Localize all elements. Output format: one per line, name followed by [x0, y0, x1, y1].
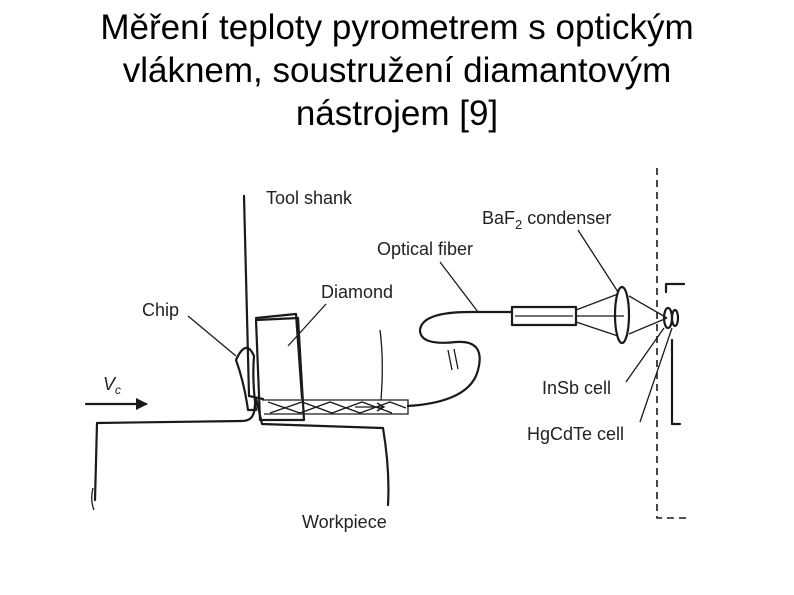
label-insb-cell: InSb cell: [542, 378, 611, 398]
chip: [234, 346, 258, 412]
title-line-1: Měření teploty pyrometrem s optickým: [100, 8, 694, 47]
fiber-break-mark: [447, 348, 459, 371]
leader-diamond: [287, 303, 327, 347]
label-tool-shank: Tool shank: [266, 188, 353, 208]
leader-condenser: [577, 229, 619, 293]
title-line-2: vláknem, soustružení diamantovým: [122, 51, 672, 90]
label-chip: Chip: [142, 300, 179, 320]
fiber-vertical: [379, 329, 383, 401]
leader-optical-fiber: [439, 261, 479, 313]
label-optical-fiber: Optical fiber: [377, 239, 473, 259]
detector-housing: [664, 282, 686, 426]
leader-chip: [187, 315, 237, 357]
hgcdte-cell: [670, 308, 680, 328]
workpiece-left-edge: [91, 487, 95, 511]
workpiece: [93, 396, 390, 507]
label-workpiece: Workpiece: [302, 512, 387, 532]
fiber-ray-pattern: [267, 401, 407, 414]
insb-cell: [662, 306, 674, 330]
optical-fiber: [406, 310, 514, 408]
enclosure-dashed-line: [656, 168, 690, 519]
slide-title: Měření teploty pyrometrem s optickým vlá…: [0, 6, 794, 135]
label-diamond: Diamond: [321, 282, 393, 302]
leader-insb: [625, 327, 665, 383]
detector-rays: [628, 295, 668, 335]
condenser-lens: [613, 285, 631, 345]
diamond-insert: [254, 316, 306, 422]
label-velocity: Vc: [103, 374, 121, 397]
label-hgcdte-cell: HgCdTe cell: [527, 424, 624, 444]
title-line-3: nástrojem [9]: [295, 94, 499, 133]
label-condenser: BaF2 condenser: [482, 208, 611, 232]
diamond-fiber-arrow: [355, 402, 386, 412]
leader-hgcdte: [639, 327, 673, 423]
velocity-arrowhead: [136, 398, 148, 410]
